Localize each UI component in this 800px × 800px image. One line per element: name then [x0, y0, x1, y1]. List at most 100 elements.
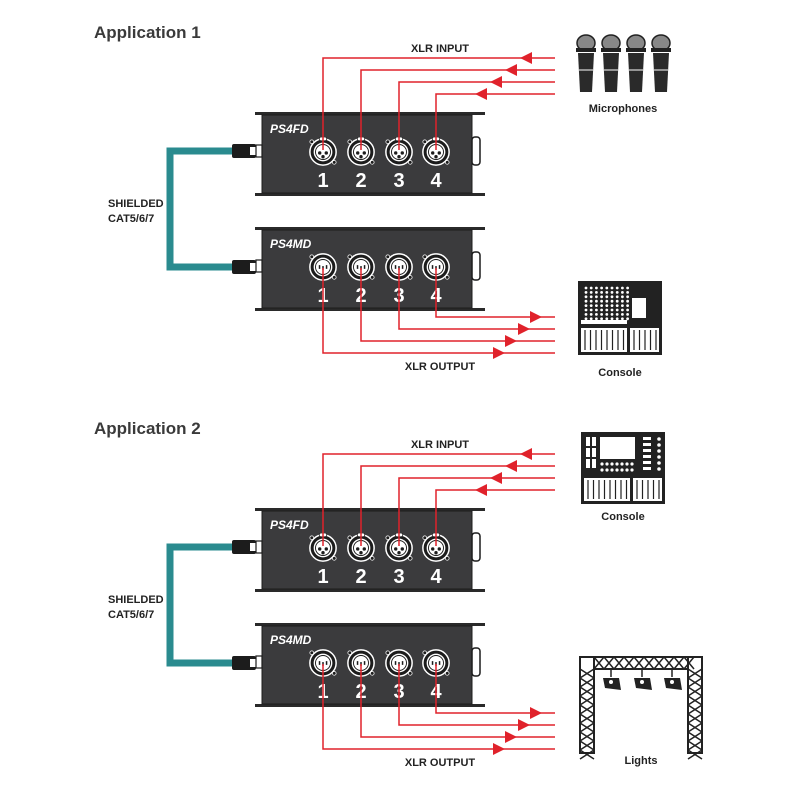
arrow-left-icon [520, 448, 532, 460]
knob [621, 291, 624, 294]
digital-console-icon: Console [581, 432, 665, 523]
ethercon-port-icon [255, 144, 263, 158]
signal-line [322, 268, 555, 354]
knob [610, 308, 614, 312]
knob [626, 286, 629, 290]
knob [584, 313, 588, 316]
plug-tip [250, 263, 256, 271]
knob [657, 461, 661, 465]
arrow-right-icon [518, 323, 530, 335]
knob [600, 313, 603, 316]
truss-lattice [603, 656, 615, 670]
knob [615, 299, 619, 303]
truss-lattice [579, 749, 595, 760]
signal-line [435, 268, 555, 318]
cable-line [166, 543, 236, 667]
signal-line [322, 453, 555, 546]
signal-line [398, 477, 555, 546]
knob [610, 462, 614, 466]
knob [621, 286, 624, 290]
arrow-right-icon [530, 707, 542, 719]
side-button [586, 448, 590, 457]
arrow-left-icon [520, 52, 532, 64]
truss-lattice [579, 722, 595, 733]
truss-lattice [687, 740, 703, 751]
ethercon-port-icon [255, 540, 263, 554]
xlr-output-lines: XLR OUTPUT [322, 664, 555, 769]
channel-number: 4 [430, 170, 442, 192]
knob [605, 462, 609, 466]
mic-body [653, 53, 669, 92]
knob [600, 304, 603, 307]
knob [605, 468, 609, 472]
truss-lattice [623, 656, 635, 670]
knob [610, 295, 614, 299]
mixing-console-icon: Console [578, 281, 662, 379]
spotlight-icon [664, 678, 682, 690]
knob [615, 462, 619, 466]
knob [626, 313, 629, 316]
xlr-output-label: XLR OUTPUT [405, 361, 476, 373]
truss-lattice [633, 656, 645, 670]
mic-band [651, 48, 671, 52]
knob [615, 313, 619, 316]
truss-lattice [613, 656, 625, 670]
truss-segment [593, 656, 689, 670]
signal-line [398, 664, 555, 726]
knob [657, 437, 661, 441]
mic-body [603, 53, 619, 92]
truss-lattice [687, 731, 703, 742]
knob [657, 449, 661, 453]
knob [600, 295, 603, 299]
button-row [581, 320, 627, 324]
truss-lattice [687, 713, 703, 724]
lens [670, 680, 674, 684]
button [643, 449, 651, 452]
knob [600, 468, 604, 472]
signal-line [322, 57, 555, 150]
button [643, 455, 651, 458]
device-model-label: PS4MD [270, 633, 312, 647]
xlr-input-lines: XLR INPUT [322, 439, 555, 546]
knob [584, 308, 588, 312]
mounting-flange [255, 193, 485, 196]
arrow-right-icon [518, 719, 530, 731]
signal-line [435, 93, 555, 150]
knob [615, 291, 619, 294]
fader-bank [584, 478, 630, 501]
truss-lattice [579, 686, 595, 697]
knob [584, 295, 588, 299]
ethercon-port-icon [255, 259, 263, 273]
truss-lattice [579, 740, 595, 751]
side-button [592, 448, 596, 457]
signal-line [398, 81, 555, 150]
xlr-input-lines: XLR INPUT [322, 43, 555, 150]
truss-lattice [687, 695, 703, 706]
knob [589, 295, 593, 299]
knob [605, 286, 609, 290]
truss-lattice [687, 668, 703, 679]
button [643, 467, 651, 470]
fader-bank [581, 328, 627, 352]
knob [630, 462, 634, 466]
knob [621, 299, 624, 303]
knob [589, 299, 593, 303]
truss-lattice [673, 656, 685, 670]
truss-lattice [687, 677, 703, 688]
knob [610, 317, 614, 321]
knob [657, 455, 661, 459]
lighting-truss-icon: Lights [579, 656, 703, 767]
knob [615, 295, 619, 299]
signal-line [435, 664, 555, 714]
arrow-left-icon [505, 64, 517, 76]
knob [605, 317, 609, 321]
side-button [586, 459, 590, 468]
mounting-flange [255, 227, 485, 230]
side-jack-icon [471, 136, 481, 166]
button [643, 437, 651, 440]
knob [657, 467, 661, 471]
